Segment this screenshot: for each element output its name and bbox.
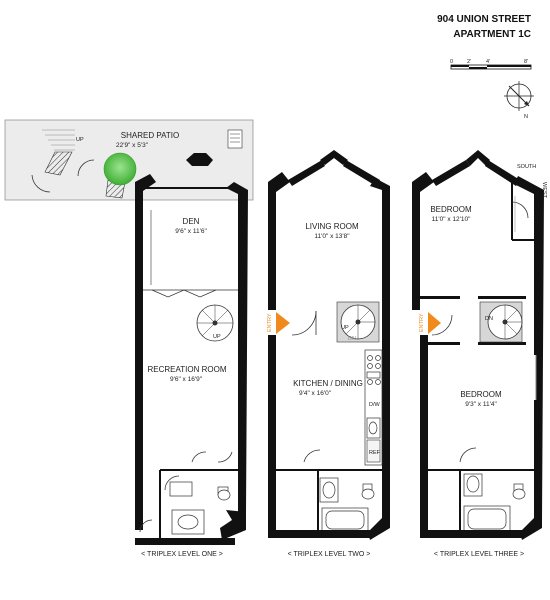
- ac-unit-icon: [227, 129, 243, 149]
- room-name-living-room: LIVING ROOM: [305, 222, 359, 231]
- spiral-stair-level-three: [479, 301, 523, 343]
- entry-label-level-three: ENTRY: [419, 313, 425, 332]
- stair-dn-label-two: DN: [348, 336, 356, 342]
- level-three-label: < TRIPLEX LEVEL THREE >: [434, 551, 524, 558]
- level-two: ENTRY UP DN LIVING ROOM 11'0" x 13'8" KI…: [267, 150, 390, 558]
- room-dim-living-room: 11'0" x 13'8": [314, 233, 350, 240]
- scale-bar: 0 2' 4' 8': [450, 59, 532, 70]
- entry-arrow-icon-three: [428, 312, 441, 334]
- room-dim-den: 9'6" x 11'6": [175, 228, 207, 235]
- room-dim-bedroom-one: 11'0" x 12'10": [432, 216, 471, 223]
- north-compass-icon: N: [504, 81, 534, 120]
- svg-text:8': 8': [524, 59, 528, 65]
- room-dim-shared-patio: 22'9" x 5'3": [116, 142, 149, 149]
- svg-text:0: 0: [450, 59, 453, 65]
- level-one: UP SHARED PATIO 22'9" x 5'3": [4, 119, 254, 558]
- compass-label: N: [524, 114, 528, 120]
- room-name-bedroom-two: BEDROOM: [460, 390, 502, 399]
- entry-label-level-two: ENTRY: [267, 313, 273, 332]
- room-dim-kitchen-dining: 9'4" x 16'0": [299, 390, 332, 397]
- entry-arrow-icon: [276, 312, 290, 334]
- refrigerator-label: REF: [369, 450, 381, 456]
- stair-dn-label-three: DN: [485, 316, 493, 322]
- room-name-shared-patio: SHARED PATIO: [121, 131, 179, 140]
- bathroom-level-three: [428, 447, 534, 535]
- level-one-label: < TRIPLEX LEVEL ONE >: [141, 551, 223, 558]
- dishwasher-label: D/W: [369, 402, 381, 408]
- address-line: 904 UNION STREET: [437, 14, 531, 25]
- svg-text:2': 2': [467, 59, 471, 65]
- level-two-label: < TRIPLEX LEVEL TWO >: [288, 551, 371, 558]
- stair-up-label: UP: [213, 334, 221, 340]
- room-name-bedroom-one: BEDROOM: [430, 205, 472, 214]
- patio-door-swing: [77, 159, 95, 177]
- patio-steps: [42, 129, 75, 151]
- kitchen-counter: [364, 349, 383, 466]
- south-label: SOUTH: [517, 164, 536, 170]
- room-name-recreation-room: RECREATION ROOM: [148, 365, 227, 374]
- svg-text:4': 4': [486, 59, 490, 65]
- spiral-stair-level-one: [196, 304, 234, 342]
- spiral-stair-level-two: [336, 301, 380, 343]
- room-dim-recreation-room: 9'6" x 16'9": [170, 376, 203, 383]
- bathroom-level-one: [139, 451, 238, 538]
- room-name-den: DEN: [183, 217, 200, 226]
- west-label: WEST: [541, 182, 547, 199]
- bathroom-level-two: [276, 449, 382, 535]
- apartment-line: APARTMENT 1C: [453, 29, 531, 40]
- stair-up-label-two: UP: [341, 325, 349, 331]
- closet-level-three: [511, 182, 534, 241]
- level-three: SOUTH WEST DN ENTRY BEDRO: [412, 150, 547, 558]
- planter-left: [44, 151, 73, 176]
- room-dim-bedroom-two: 9'3" x 11'4": [465, 401, 497, 408]
- patio-up-label: UP: [76, 137, 84, 143]
- tree-icon: [103, 152, 137, 186]
- room-name-kitchen-dining: KITCHEN / DINING: [293, 379, 363, 388]
